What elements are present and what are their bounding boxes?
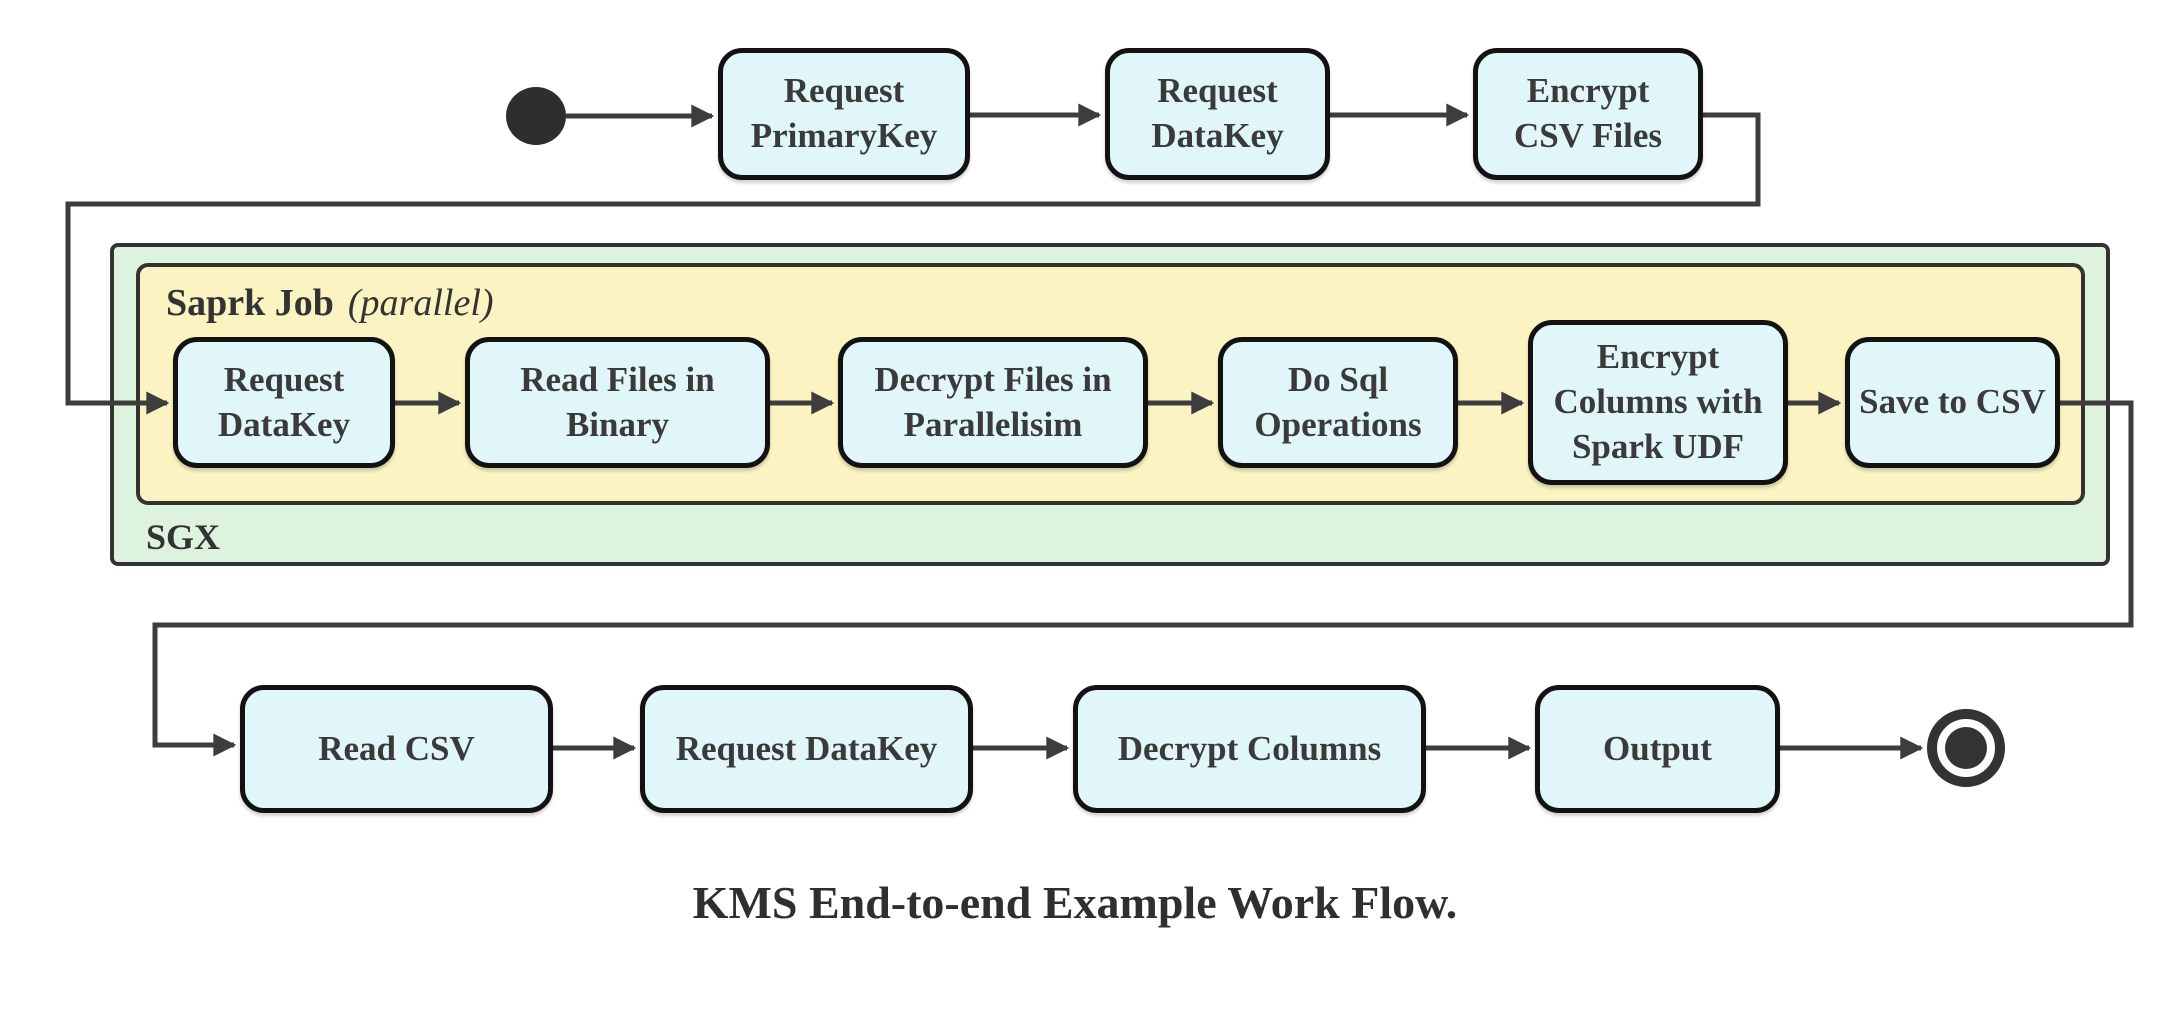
node-label: Read CSV bbox=[318, 728, 475, 768]
node-encrypt-csv-files: Encrypt CSV Files bbox=[1473, 48, 1703, 180]
node-decrypt-files-in-parallelisim: Decrypt Files in Parallelisim bbox=[838, 337, 1148, 468]
node-decrypt-columns: Decrypt Columns bbox=[1073, 685, 1426, 813]
node-output: Output bbox=[1535, 685, 1780, 813]
start-state-icon bbox=[506, 87, 566, 145]
node-label: Request PrimaryKey bbox=[750, 71, 938, 155]
diagram-caption: KMS End-to-end Example Work Flow. bbox=[692, 877, 1458, 928]
node-label: Do Sql Operations bbox=[1254, 359, 1422, 444]
end-state-icon bbox=[1927, 709, 2005, 787]
spark-job-parallel-label: (parallel) bbox=[347, 282, 494, 324]
node-read-csv: Read CSV bbox=[240, 685, 553, 813]
node-read-files-in-binary: Read Files in Binary bbox=[465, 337, 770, 468]
node-label: Save to CSV bbox=[1859, 382, 2046, 422]
node-label: Encrypt CSV Files bbox=[1513, 71, 1663, 155]
node-save-to-csv: Save to CSV bbox=[1845, 337, 2060, 468]
node-encrypt-columns-with-spark-udf: Encrypt Columns with Spark UDF bbox=[1528, 320, 1788, 485]
node-label: Output bbox=[1603, 728, 1712, 768]
sgx-label: SGX bbox=[146, 517, 221, 557]
node-label: Request DataKey bbox=[217, 359, 351, 444]
node-request-primarykey: Request PrimaryKey bbox=[718, 48, 970, 180]
node-request-datakey-client: Request DataKey bbox=[640, 685, 973, 813]
node-label: Decrypt Columns bbox=[1117, 728, 1382, 768]
node-request-datakey-top: Request DataKey bbox=[1105, 48, 1330, 180]
node-label: Request DataKey bbox=[1151, 71, 1284, 155]
node-label: Encrypt Columns with Spark UDF bbox=[1553, 337, 1763, 466]
node-do-sql-operations: Do Sql Operations bbox=[1218, 337, 1458, 468]
spark-job-label-text: Saprk Job bbox=[166, 282, 334, 324]
node-label: Read Files in Binary bbox=[520, 359, 715, 444]
node-label: Request DataKey bbox=[675, 728, 938, 768]
node-request-datakey-sgx: Request DataKey bbox=[173, 337, 395, 468]
node-label: Decrypt Files in Parallelisim bbox=[874, 359, 1112, 444]
end-state-inner-dot bbox=[1945, 727, 1987, 769]
spark-job-label: Saprk Job (parallel) bbox=[166, 281, 494, 325]
